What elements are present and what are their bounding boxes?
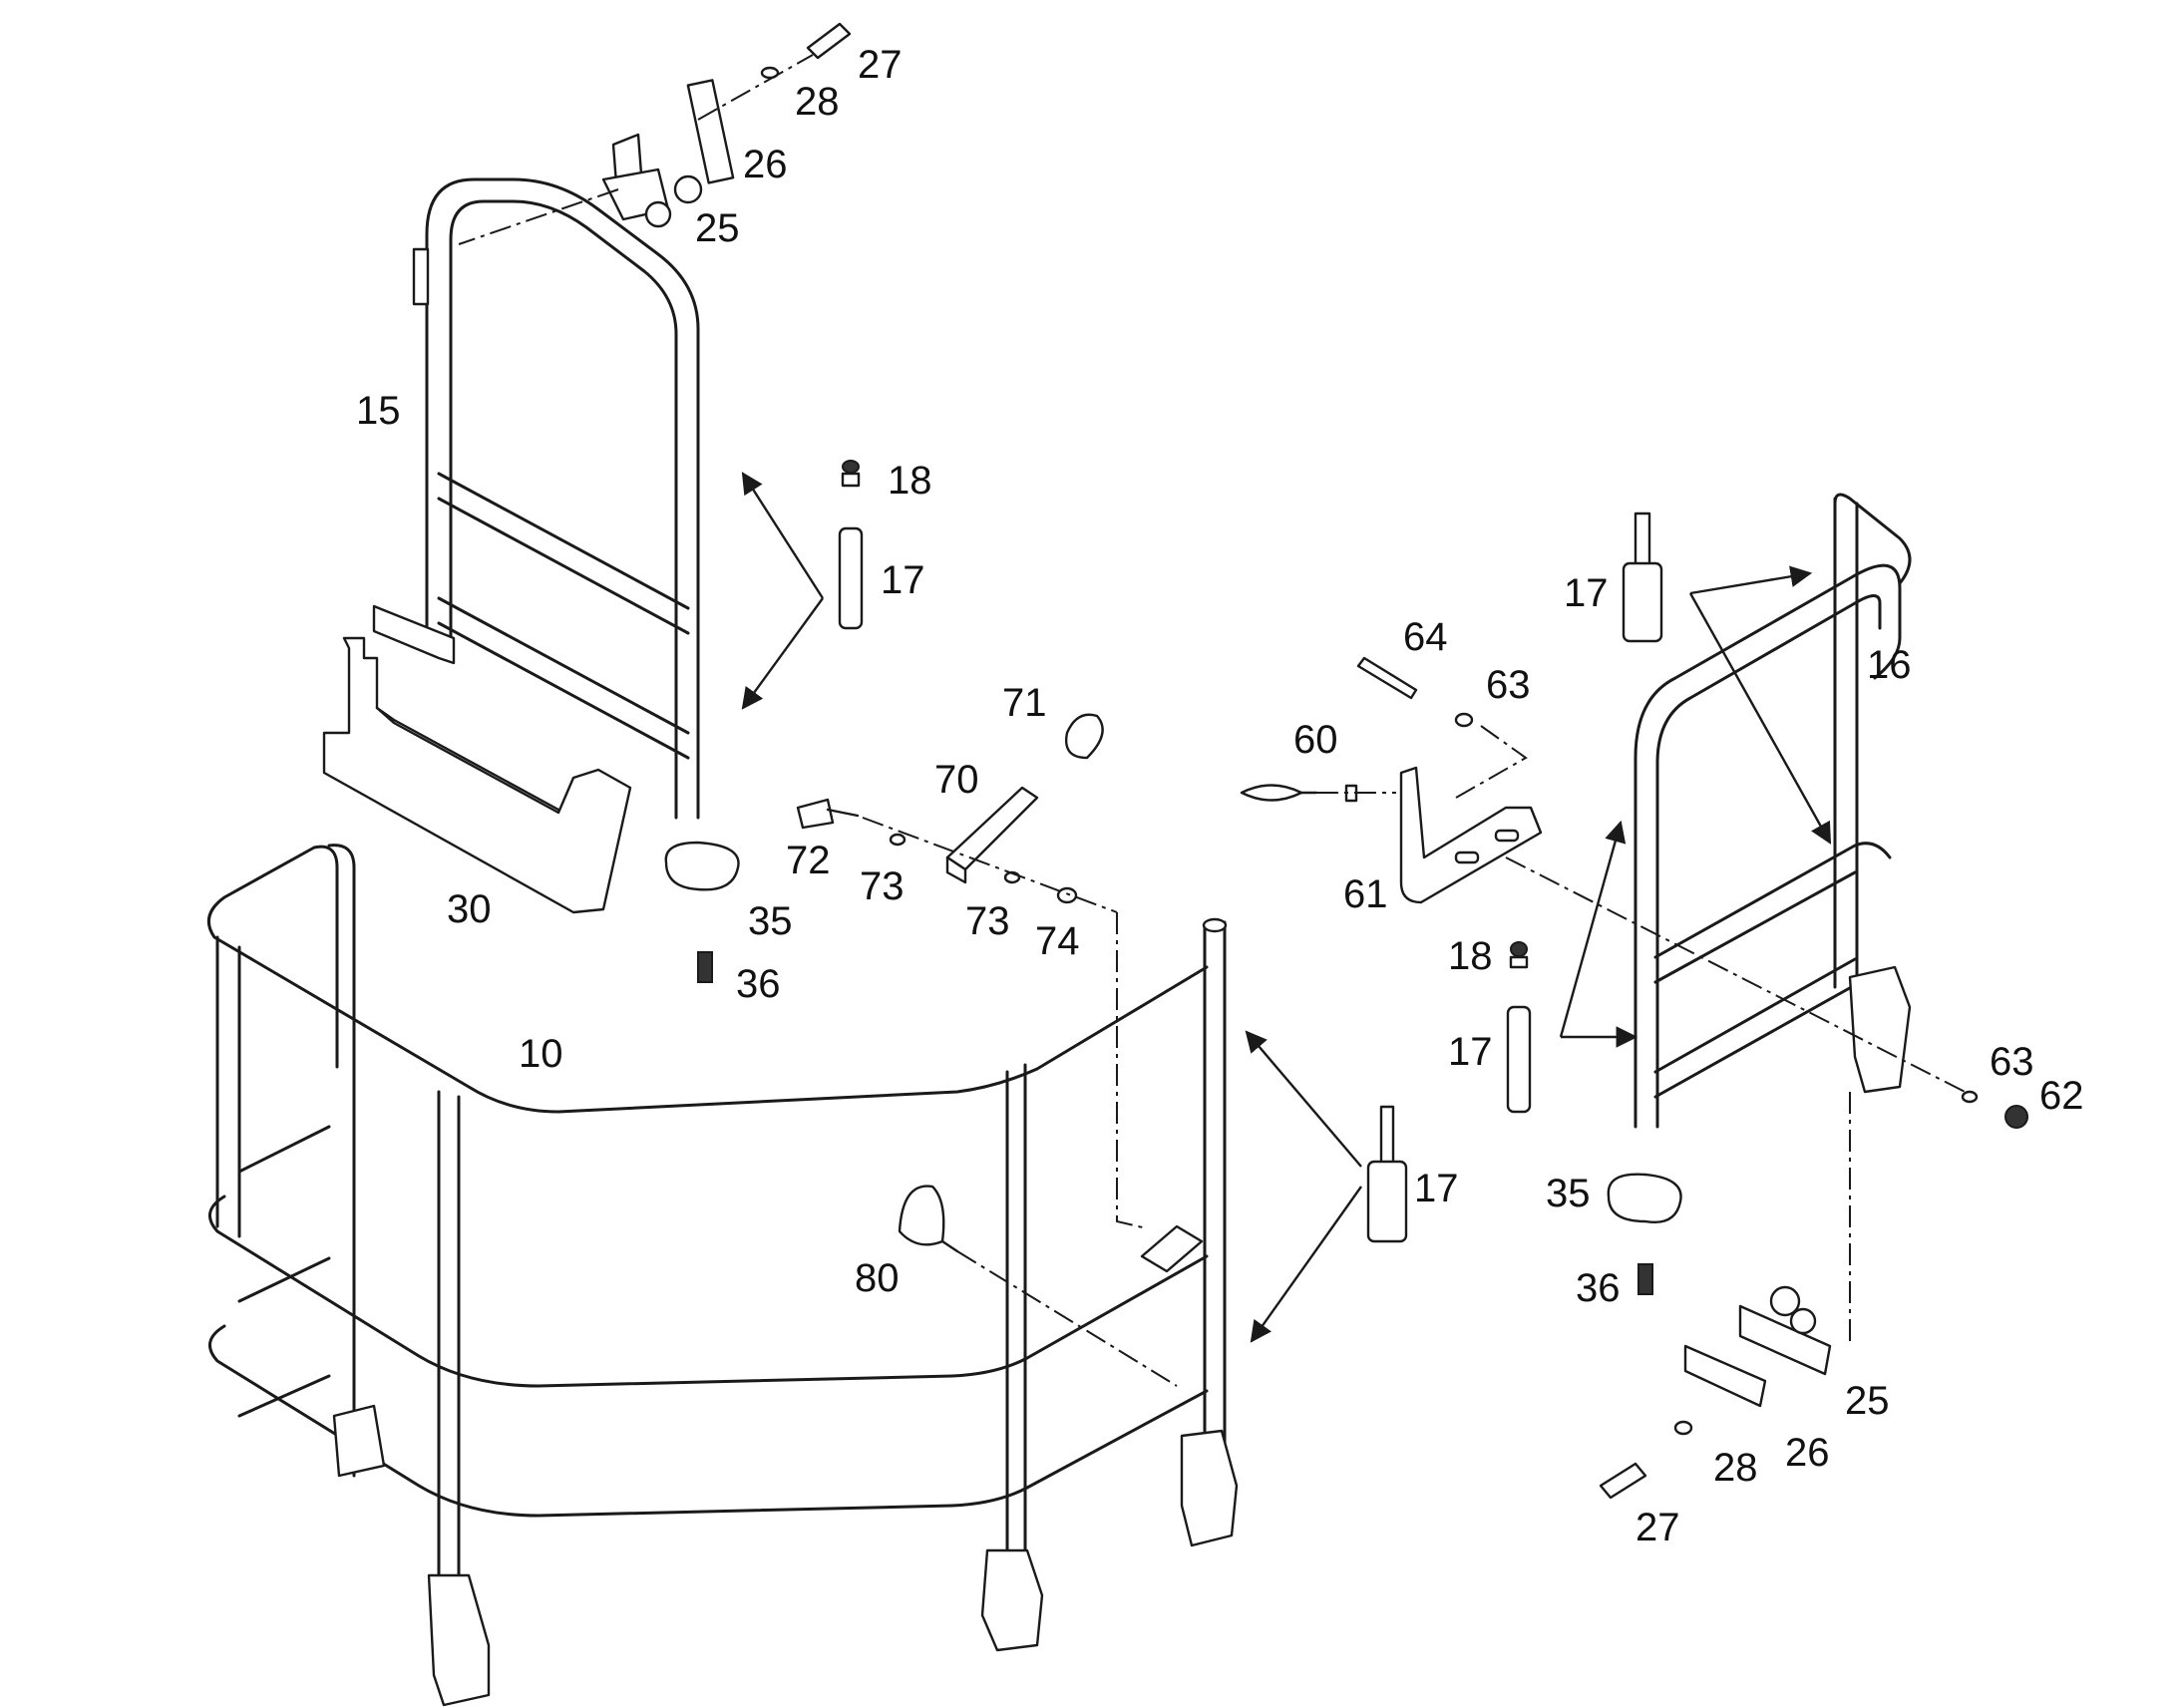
part-labels: 27 28 26 25 15 18 17 71 70 72 73 73 74 3…: [356, 43, 2084, 1549]
hinge-hardware-bottom: [1599, 1092, 1851, 1500]
label-61: 61: [1343, 872, 1388, 916]
label-26-top: 26: [743, 143, 788, 186]
label-60: 60: [1293, 718, 1338, 762]
label-36-left: 36: [736, 962, 781, 1006]
label-17-right-top: 17: [1564, 571, 1609, 615]
label-28-bottom: 28: [1713, 1446, 1758, 1490]
label-74: 74: [1035, 919, 1080, 963]
label-10: 10: [519, 1032, 563, 1076]
label-25-bottom: 25: [1845, 1379, 1890, 1423]
label-25-top: 25: [695, 206, 740, 250]
label-30: 30: [447, 887, 492, 931]
label-64: 64: [1403, 615, 1448, 659]
label-35-left: 35: [748, 899, 793, 943]
gate-frame-16: [1634, 493, 1912, 1129]
hinge-hardware-top: [458, 22, 852, 245]
label-28-top: 28: [795, 80, 840, 124]
label-73-b: 73: [965, 899, 1010, 943]
label-63-top: 63: [1486, 663, 1531, 707]
label-27-bottom: 27: [1635, 1506, 1680, 1549]
label-16: 16: [1867, 643, 1912, 687]
label-35-right: 35: [1546, 1172, 1591, 1215]
label-17-middle: 17: [1414, 1167, 1459, 1210]
label-72: 72: [786, 839, 831, 882]
gate-frame-15: [372, 177, 700, 820]
main-railing-10: [206, 844, 1239, 1707]
bumper-80: [898, 1185, 1178, 1387]
assembly-arrows: [741, 472, 1832, 1343]
label-70: 70: [934, 758, 979, 802]
label-80: 80: [855, 1256, 900, 1300]
label-17-left: 17: [881, 558, 925, 602]
post-17-middle: [1366, 1105, 1408, 1243]
label-18-left: 18: [888, 459, 932, 503]
label-63-right: 63: [1990, 1040, 2034, 1084]
label-27-top: 27: [858, 43, 903, 87]
label-26-bottom: 26: [1785, 1431, 1830, 1475]
bracket-hardware-61: [1240, 656, 1976, 1098]
bumper-hardware-70: [796, 713, 1148, 1229]
label-71: 71: [1002, 681, 1047, 725]
post-hardware-right: [1506, 512, 2028, 1295]
label-73-a: 73: [860, 864, 905, 908]
bracket-plate-30: [322, 636, 632, 914]
label-62: 62: [2039, 1074, 2084, 1118]
label-17-right-low: 17: [1448, 1030, 1493, 1074]
label-36-right: 36: [1576, 1266, 1621, 1310]
label-18-right: 18: [1448, 934, 1493, 978]
label-15: 15: [356, 389, 401, 433]
post-hardware-left: [664, 460, 864, 983]
